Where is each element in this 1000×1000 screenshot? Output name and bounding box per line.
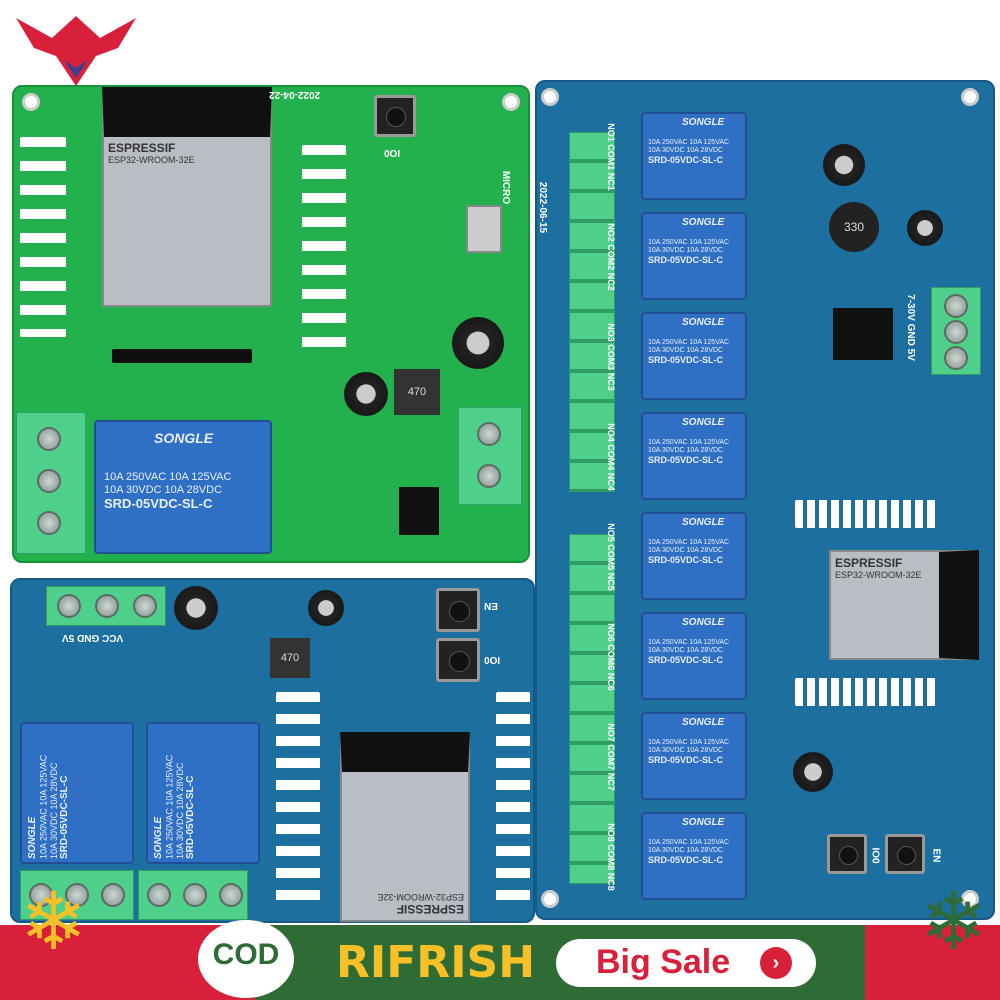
power-terminal[interactable] — [458, 407, 522, 505]
chevron-right-icon: › — [760, 947, 792, 979]
en-button[interactable] — [436, 588, 480, 632]
en-button[interactable] — [885, 834, 925, 874]
relay-terminal-block[interactable] — [569, 534, 615, 884]
channel-label: NO6 COM6 NC6 — [605, 623, 616, 691]
relay-brand: SONGLE — [682, 217, 725, 228]
snowflake-icon: ❄ — [20, 877, 88, 966]
relay-rating: 10A 250VAC 10A 125VAC — [648, 538, 730, 546]
esp32-module: ESPRESSIF ESP32-WROOM-32E — [102, 87, 272, 307]
relay-rating: 10A 30VDC 10A 28VDC — [648, 746, 724, 754]
relay-rating: 10A 30VDC 10A 28VDC — [648, 646, 724, 654]
relay-rating: 10A 250VAC 10A 125VAC — [648, 638, 730, 646]
power-terminal[interactable] — [46, 586, 166, 626]
relay-brand: SONGLE — [682, 417, 725, 428]
channel-label: NO3 COM3 NC3 — [605, 323, 616, 391]
relay-brand: SONGLE — [682, 817, 725, 828]
relay-rating: 10A 250VAC 10A 125VAC — [648, 838, 730, 846]
cod-badge: COD — [198, 920, 294, 998]
channel-label: NO7 COM7 NC7 — [605, 723, 616, 791]
power-terminal[interactable] — [931, 287, 981, 375]
relay-terminal-block[interactable] — [569, 132, 615, 492]
relay-model: SRD-05VDC-SL-C — [648, 654, 724, 665]
relay-rating: 10A 250VAC 10A 125VAC — [648, 238, 730, 246]
relay-model: SRD-05VDC-SL-C — [648, 454, 724, 465]
relay-rating: 10A 30VDC 10A 28VDC — [648, 446, 724, 454]
relay-model: SRD-05VDC-SL-C — [648, 154, 724, 165]
relay-rating: 10A 30VDC 10A 28VDC — [648, 546, 724, 554]
snowflake-icon: ❄ — [920, 877, 988, 966]
io0-button[interactable] — [436, 638, 480, 682]
relay-rating: 10A 250VAC 10A 125VAC — [648, 338, 730, 346]
relay-rating: 10A 30VDC 10A 28VDC — [648, 846, 724, 854]
micro-usb-port[interactable] — [466, 205, 502, 253]
relay-model: SRD-05VDC-SL-C — [648, 554, 724, 565]
big-sale-button[interactable]: Big Sale › — [556, 939, 816, 987]
relay-rating: 10A 250VAC 10A 125VAC — [648, 438, 730, 446]
channel-label: NO1 COM1 NC1 — [605, 123, 616, 191]
channel-label: NO8 COM8 NC8 — [605, 823, 616, 891]
relay-model: SRD-05VDC-SL-C — [648, 754, 724, 765]
relay-brand: SONGLE — [682, 717, 725, 728]
channel-label: NO5 COM5 NC5 — [605, 523, 616, 591]
relay-terminal[interactable] — [16, 412, 86, 554]
relay-model: SRD-05VDC-SL-C — [648, 354, 724, 365]
relay-brand: SONGLE — [682, 317, 725, 328]
relay-model: SRD-05VDC-SL-C — [648, 254, 724, 265]
relay-brand: SONGLE — [682, 617, 725, 628]
esp32-single-relay-board: ESPRESSIF ESP32-WROOM-32E 2022-04-22 IO0… — [12, 85, 530, 563]
eagle-logo — [12, 8, 140, 88]
relay-rating: 10A 30VDC 10A 28VDC — [648, 246, 724, 254]
relay-rating: 10A 30VDC 10A 28VDC — [648, 346, 724, 354]
relay-terminal[interactable] — [138, 870, 248, 920]
promo-banner: ❄ ❄ COD RIFRISH Big Sale › — [0, 877, 1000, 1000]
relay-rating: 10A 30VDC 10A 28VDC — [648, 146, 724, 154]
channel-label: NO4 COM4 NC4 — [605, 423, 616, 491]
relay-terminal[interactable] — [20, 870, 134, 920]
io0-button[interactable] — [374, 95, 416, 137]
relay-brand: SONGLE — [682, 517, 725, 528]
relay-model: SRD-05VDC-SL-C — [648, 854, 724, 865]
io0-button[interactable] — [827, 834, 867, 874]
brand-name: RIFRISH — [336, 937, 536, 988]
channel-label: NO2 COM2 NC2 — [605, 223, 616, 291]
relay-brand: SONGLE — [682, 117, 725, 128]
relay-rating: 10A 250VAC 10A 125VAC — [648, 138, 730, 146]
relay-rating: 10A 250VAC 10A 125VAC — [648, 738, 730, 746]
